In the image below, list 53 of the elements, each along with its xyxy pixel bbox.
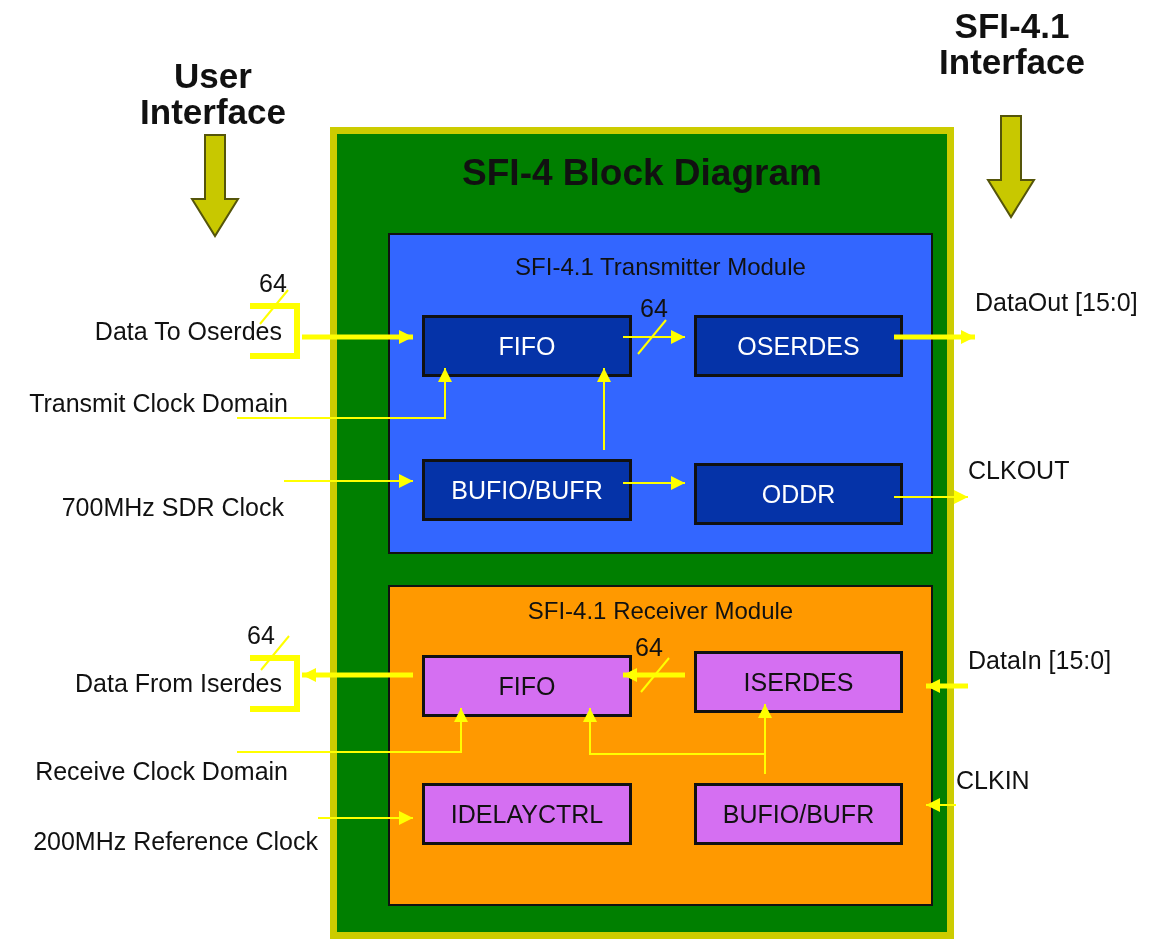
process-block [422, 783, 632, 845]
block-label: FIFO [498, 671, 556, 701]
block-diagram-frame [330, 127, 954, 939]
arrow [894, 330, 975, 344]
arrow [622, 330, 686, 344]
module-title: SFI-4.1 Transmitter Module [514, 253, 807, 281]
block-label: FIFO [498, 331, 556, 361]
arrow [236, 367, 452, 419]
module-title: SFI-4.1 Receiver Module [526, 597, 795, 625]
signal-label: CLKIN [956, 766, 1030, 795]
block-label: OSERDES [737, 331, 860, 361]
signal-label: DataIn [15:0] [968, 646, 1112, 675]
arrow [283, 474, 414, 488]
signal-label: Transmit Clock Domain [29, 389, 288, 418]
signal-label: Data To Oserdes [94, 316, 283, 346]
arrow [597, 367, 611, 451]
arrow [925, 798, 957, 812]
signal-label: CLKOUT [968, 456, 1070, 485]
signal-label: 200MHz Reference Clock [33, 827, 318, 856]
block-label: IDELAYCTRL [450, 799, 604, 829]
interface-heading: SFI-4.1 Interface [938, 8, 1086, 80]
arrow [758, 703, 772, 775]
transmitter-module [388, 233, 933, 554]
receiver-module [388, 585, 933, 906]
signal-label: Receive Clock Domain [35, 757, 288, 786]
process-block [422, 459, 632, 521]
block-label: ISERDES [743, 667, 854, 697]
edge-label: 64 [247, 622, 275, 648]
signal-label: 700MHz SDR Clock [61, 493, 284, 522]
arrow [926, 679, 968, 693]
arrow [236, 707, 468, 753]
block-label: BUFIO/BUFR [451, 475, 603, 505]
signal-label: DataOut [15:0] [975, 288, 1138, 317]
edge-label: 64 [259, 270, 287, 296]
process-block [694, 783, 903, 845]
edge-label: 64 [640, 295, 668, 321]
arrow [623, 668, 685, 682]
arrow [302, 668, 413, 682]
process-block [694, 651, 903, 713]
arrow [302, 330, 413, 344]
interface-heading: User Interface [139, 58, 287, 130]
block-label: ODDR [761, 479, 836, 509]
signal-label: Data From Iserdes [75, 669, 283, 698]
edge-label: 64 [635, 634, 663, 660]
arrow [622, 476, 686, 490]
arrow [893, 490, 969, 504]
process-block [422, 315, 632, 377]
arrow [317, 811, 414, 825]
block-label: BUFIO/BUFR [722, 799, 875, 829]
process-block [694, 315, 903, 377]
process-block [422, 655, 632, 717]
frame-label: SFI-4 Block Diagram [461, 152, 823, 194]
process-block [694, 463, 903, 525]
